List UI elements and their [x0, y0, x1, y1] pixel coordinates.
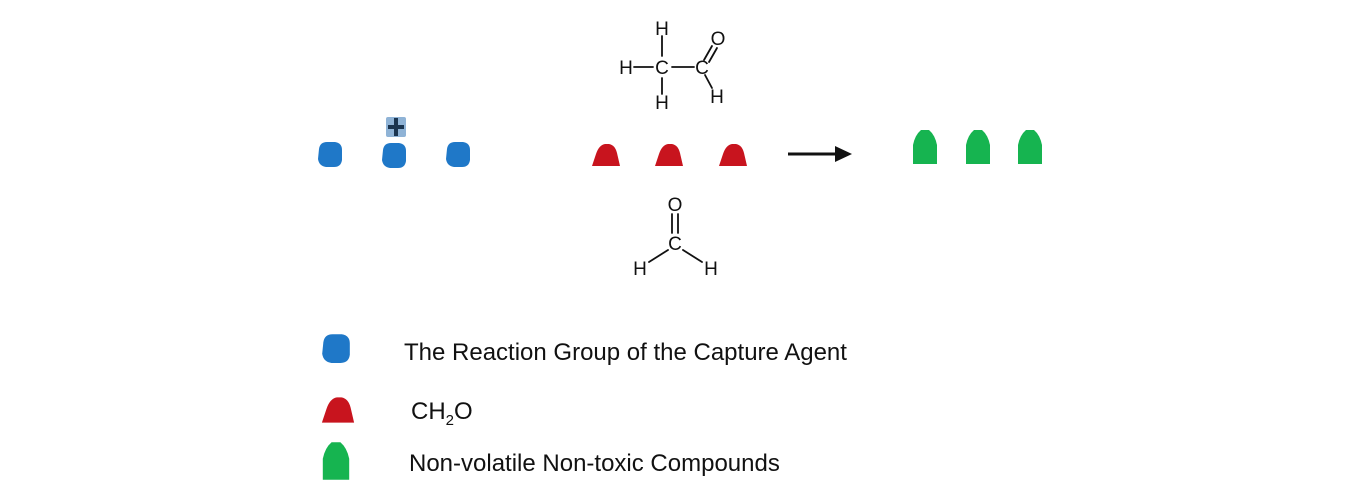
atom-h-left: H — [619, 58, 633, 79]
legend-ch2o-sub: 2 — [446, 412, 454, 429]
atom-h-right: H — [710, 87, 724, 108]
reaction-arrow-icon — [788, 146, 852, 162]
legend: The Reaction Group of the Capture Agent … — [321, 334, 847, 480]
legend-item-ch2o: CH2O — [321, 397, 473, 429]
capture-agent-shape-3 — [446, 142, 470, 167]
atom-c1: C — [655, 58, 669, 79]
ch2o-group — [592, 144, 747, 166]
legend-capture-agent-label: The Reaction Group of the Capture Agent — [404, 339, 847, 366]
compound-group — [913, 130, 1042, 164]
atom-c: C — [668, 234, 682, 255]
bond-c2-o-double-a — [703, 45, 713, 61]
legend-item-capture-agent: The Reaction Group of the Capture Agent — [322, 334, 847, 366]
compound-shape-1 — [913, 130, 937, 164]
legend-ch2o-main: CH — [411, 398, 446, 425]
legend-item-compound: Non-volatile Non-toxic Compounds — [322, 442, 780, 480]
atom-h-left: H — [633, 259, 647, 280]
atom-h-bottom: H — [655, 93, 669, 114]
atom-h-top: H — [655, 19, 669, 40]
bond-c-h-left — [648, 249, 669, 263]
capture-agent-shape-1 — [318, 142, 342, 167]
atom-o: O — [711, 29, 726, 50]
reaction-row — [318, 117, 1042, 168]
legend-ch2o-label: CH2O — [411, 398, 473, 429]
ch2o-shape-1 — [592, 144, 620, 166]
formaldehyde-structure: O C H H — [633, 195, 718, 280]
legend-capture-agent-shape — [322, 334, 350, 363]
bond-c-h-right — [682, 249, 703, 263]
compound-shape-3 — [1018, 130, 1042, 164]
ch2o-shape-2 — [655, 144, 683, 166]
atom-c2: C — [695, 58, 709, 79]
atom-h-right: H — [704, 259, 718, 280]
legend-compound-shape — [322, 442, 350, 480]
ch2o-shape-3 — [719, 144, 747, 166]
bond-c2-h — [704, 74, 713, 89]
bond-c2-o-double-b — [708, 47, 718, 63]
compound-shape-2 — [966, 130, 990, 164]
capture-agent-shape-2 — [382, 143, 406, 168]
atom-o: O — [668, 195, 683, 216]
acetaldehyde-structure: H H C C O H H — [619, 19, 725, 114]
capture-agent-group — [318, 117, 470, 168]
legend-ch2o-tail: O — [454, 398, 473, 425]
legend-compound-label: Non-volatile Non-toxic Compounds — [409, 450, 780, 477]
legend-ch2o-shape — [321, 397, 355, 423]
plus-badge-icon — [386, 117, 406, 137]
